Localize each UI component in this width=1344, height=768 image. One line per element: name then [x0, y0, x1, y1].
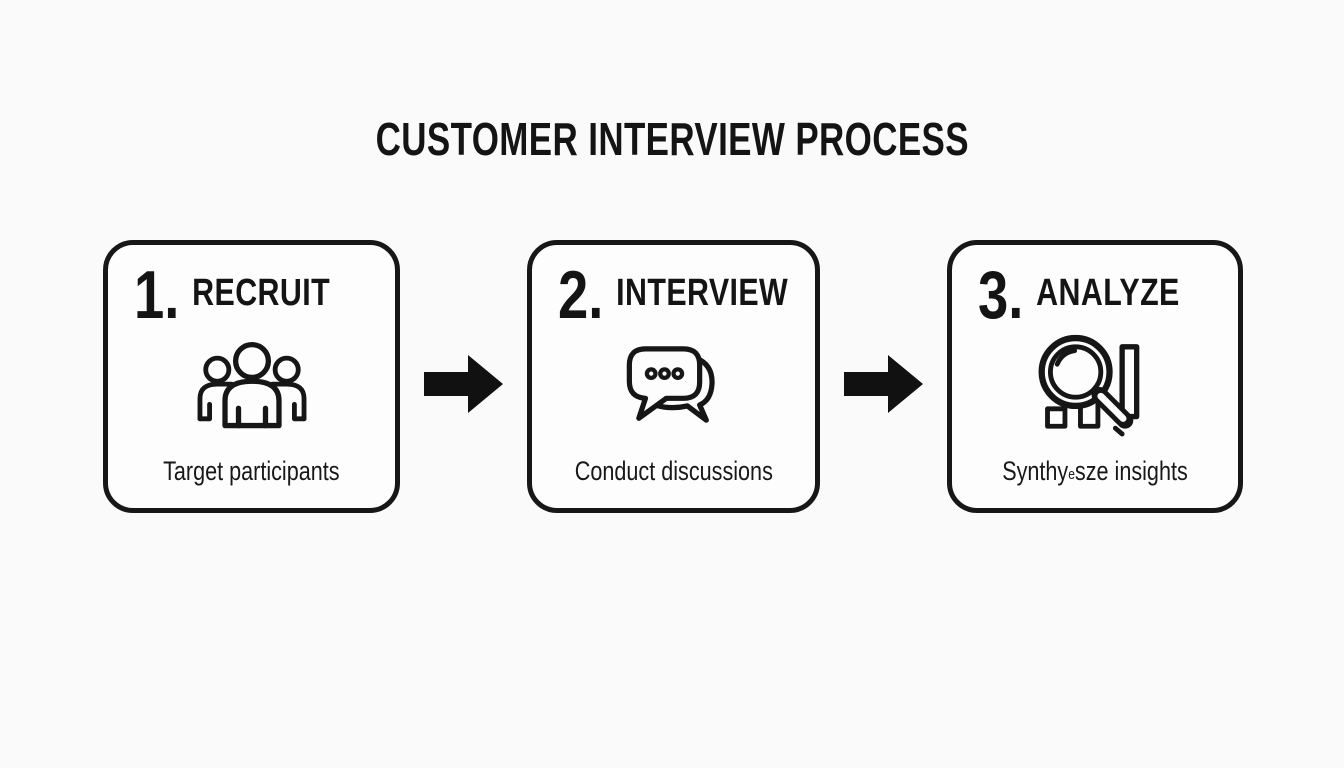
step-number: 3.	[978, 257, 1024, 333]
step-header: 2. INTERVIEW	[558, 261, 788, 329]
step-heading: RECRUIT	[192, 272, 331, 314]
right-arrow-icon	[844, 352, 924, 416]
step-icon-row	[108, 335, 395, 441]
step-icon-row	[532, 335, 815, 435]
step-heading: INTERVIEW	[616, 272, 789, 314]
step-caption: Synthyesze insights	[1002, 456, 1188, 486]
magnifier-chart-icon	[1032, 331, 1158, 443]
title-row: CUSTOMER INTERVIEW PROCESS	[0, 112, 1344, 166]
step-caption-row: Conduct discussions	[532, 455, 815, 487]
step-box-analyze: 3. ANALYZE	[947, 240, 1243, 513]
step-caption-row: Target participants	[108, 455, 395, 487]
step-header: 3. ANALYZE	[978, 261, 1180, 329]
chat-bubbles-icon	[617, 335, 731, 435]
step-caption: Target participants	[163, 456, 340, 486]
step-number: 2.	[558, 257, 604, 333]
step-heading: ANALYZE	[1036, 272, 1180, 314]
step-header: 1. RECRUIT	[134, 261, 330, 329]
page-title: CUSTOMER INTERVIEW PROCESS	[375, 113, 969, 165]
step-box-interview: 2. INTERVIEW Conduct discussions	[527, 240, 820, 513]
right-arrow-icon	[424, 352, 504, 416]
people-group-icon	[188, 335, 316, 441]
step-caption: Conduct discussions	[574, 456, 773, 486]
step-caption-row: Synthyesze insights	[952, 455, 1238, 487]
step-icon-row	[952, 331, 1238, 443]
step-box-recruit: 1. RECRUIT	[103, 240, 400, 513]
step-number: 1.	[134, 257, 180, 333]
